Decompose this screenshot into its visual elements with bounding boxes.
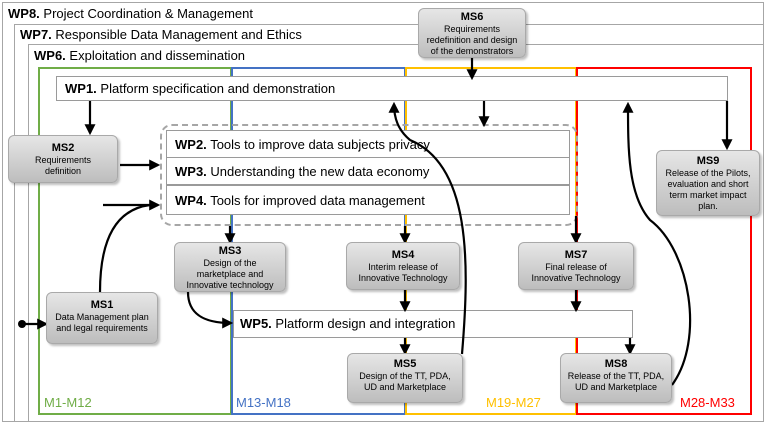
wp1-box: WP1. Platform specification and demonstr… (56, 76, 728, 101)
phase-label-m19-m27: M19-M27 (486, 395, 541, 410)
curve-ms1 (98, 203, 151, 293)
ms8-box: MS8 Release of the TT, PDA,UD and Market… (560, 353, 672, 403)
curve-ms3-wp5 (186, 291, 234, 329)
ms9-box: MS9 Release of the Pilots,evaluation and… (656, 150, 760, 216)
phase-label-m13-m18: M13-M18 (236, 395, 291, 410)
curve-ms8-wp1 (622, 101, 692, 386)
wp4-box: WP4. Tools for improved data management (166, 185, 570, 215)
phase-label-m28-m33: M28-M33 (680, 395, 735, 410)
wp2-4-group (160, 124, 578, 226)
start-dot (18, 320, 26, 328)
phase-label-m1-m12: M1-M12 (44, 395, 92, 410)
wp6-frame (28, 44, 764, 422)
wp8-label: WP8. Project Coordination & Management (8, 6, 253, 21)
wp6-label: WP6. Exploitation and dissemination (34, 48, 246, 63)
curve-ms5-wp1 (388, 101, 467, 355)
ms5-box: MS5 Design of the TT, PDA,UD and Marketp… (347, 353, 463, 403)
wp7-label: WP7. Responsible Data Management and Eth… (20, 27, 302, 42)
wp3-box: WP3. Understanding the new data economy (166, 157, 570, 185)
wp5-box: WP5. Platform design and integration (233, 310, 633, 338)
